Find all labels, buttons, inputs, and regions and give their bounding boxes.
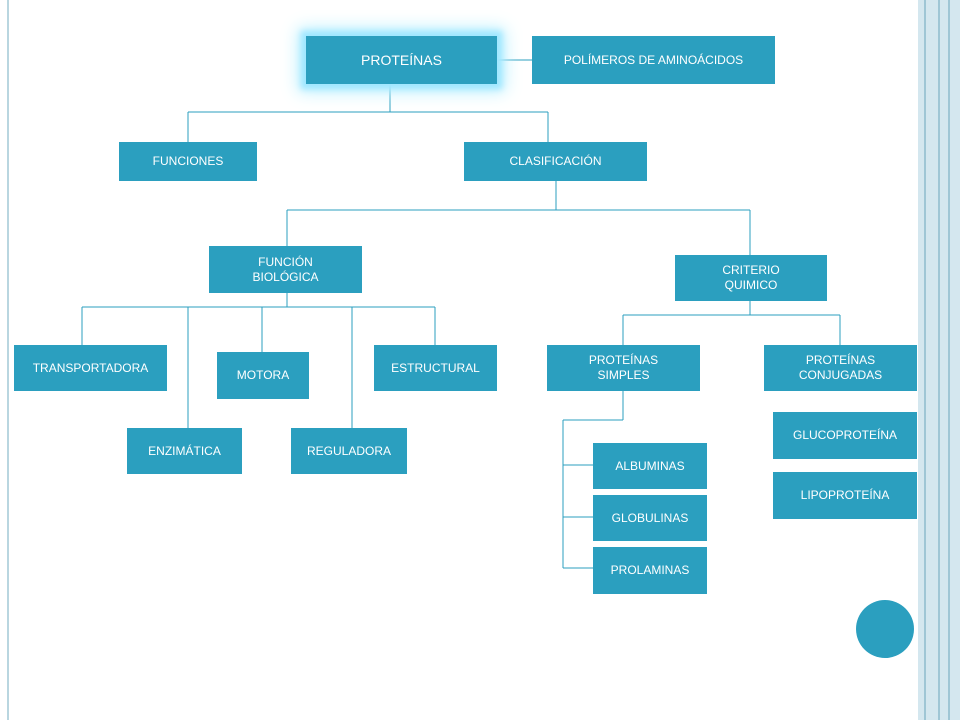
node-motora: MOTORA xyxy=(217,352,309,399)
node-criterio-quimico: CRITERIO QUIMICO xyxy=(675,255,827,301)
node-polimeros-de-aminoacidos: POLÍMEROS DE AMINOÁCIDOS xyxy=(532,36,775,84)
node-lipoproteina: LIPOPROTEÍNA xyxy=(773,472,917,519)
slide-right-border xyxy=(918,0,960,720)
node-transportadora: TRANSPORTADORA xyxy=(14,345,167,391)
node-prolaminas: PROLAMINAS xyxy=(593,547,707,594)
node-funciones: FUNCIONES xyxy=(119,142,257,181)
node-globulinas: GLOBULINAS xyxy=(593,495,707,541)
node-enzimatica: ENZIMÁTICA xyxy=(127,428,242,474)
slide-left-border xyxy=(7,0,9,720)
node-funcion-biologica: FUNCIÓN BIOLÓGICA xyxy=(209,246,362,293)
node-proteinas-conjugadas: PROTEÍNAS CONJUGADAS xyxy=(764,345,917,391)
node-clasificacion: CLASIFICACIÓN xyxy=(464,142,647,181)
node-albuminas: ALBUMINAS xyxy=(593,443,707,489)
decorative-circle xyxy=(856,600,914,658)
node-proteinas-simples: PROTEÍNAS SIMPLES xyxy=(547,345,700,391)
node-reguladora: REGULADORA xyxy=(291,428,407,474)
node-proteinas: PROTEÍNAS xyxy=(306,36,497,84)
node-glucoproteina: GLUCOPROTEÍNA xyxy=(773,412,917,459)
node-estructural: ESTRUCTURAL xyxy=(374,345,497,391)
